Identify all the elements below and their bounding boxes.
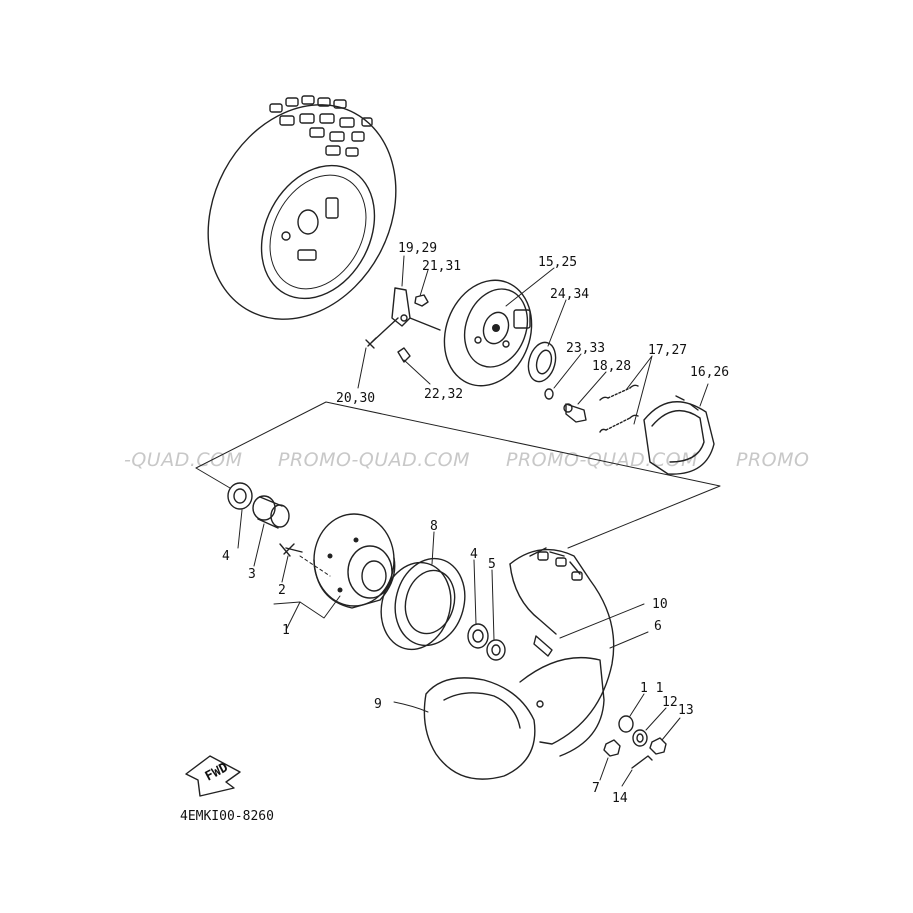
label-24-34: 24,34: [550, 287, 589, 302]
label-19-29: 19,29: [398, 241, 437, 256]
brake-cam-lever: [365, 287, 441, 363]
watermark-text-4: PROMO: [736, 449, 809, 471]
fwd-arrow-icon: FWD: [185, 755, 241, 797]
label-12: 12: [662, 695, 678, 710]
label-3: 3: [248, 567, 256, 582]
watermark-text-2: PROMO-QUAD.COM: [278, 449, 470, 471]
watermark-text-3: PROMO-QUAD.COM: [506, 449, 698, 471]
label-4b: 4: [470, 547, 478, 562]
label-20-30: 20,30: [336, 391, 375, 406]
brake-shoe-plate: [443, 279, 533, 387]
wheel-hub: [279, 513, 396, 609]
tread-blocks: [269, 95, 373, 157]
label-18-28: 18,28: [592, 359, 631, 374]
label-6: 6: [654, 619, 662, 634]
label-8: 8: [430, 519, 438, 534]
label-14: 14: [612, 791, 628, 806]
label-23-33: 23,33: [566, 341, 605, 356]
label-5: 5: [488, 557, 496, 572]
oil-seal: [527, 341, 557, 383]
fasteners: [603, 715, 667, 769]
label-22-32: 22,32: [424, 387, 463, 402]
label-21-31: 21,31: [422, 259, 461, 274]
diagram-code: 4EMKI00-8260: [180, 809, 274, 824]
label-1: 1: [282, 623, 290, 638]
label-11: 1 1: [640, 681, 663, 696]
small-brake-parts: [544, 384, 715, 475]
tire-outer-half: [509, 547, 615, 745]
bearing-and-collar: [467, 623, 506, 661]
part-labels: 19,29 21,31 15,25 24,34 23,33 18,28 17,2…: [222, 241, 729, 806]
watermark-text-1: -QUAD.COM: [124, 449, 243, 471]
label-16-26: 16,26: [690, 365, 729, 380]
label-10: 10: [652, 597, 668, 612]
brake-drum: [380, 557, 466, 651]
label-15-25: 15,25: [538, 255, 577, 270]
label-9: 9: [374, 697, 382, 712]
label-13: 13: [678, 703, 694, 718]
label-17-27: 17,27: [648, 343, 687, 358]
label-2: 2: [278, 583, 286, 598]
label-4a: 4: [222, 549, 230, 564]
bearing-and-spacer: [227, 482, 290, 529]
label-7: 7: [592, 781, 600, 796]
assembly-outline: [195, 401, 721, 549]
rim-inner-half: [423, 656, 605, 780]
leader-lines: [237, 255, 709, 787]
assembled-wheel: [207, 95, 397, 320]
